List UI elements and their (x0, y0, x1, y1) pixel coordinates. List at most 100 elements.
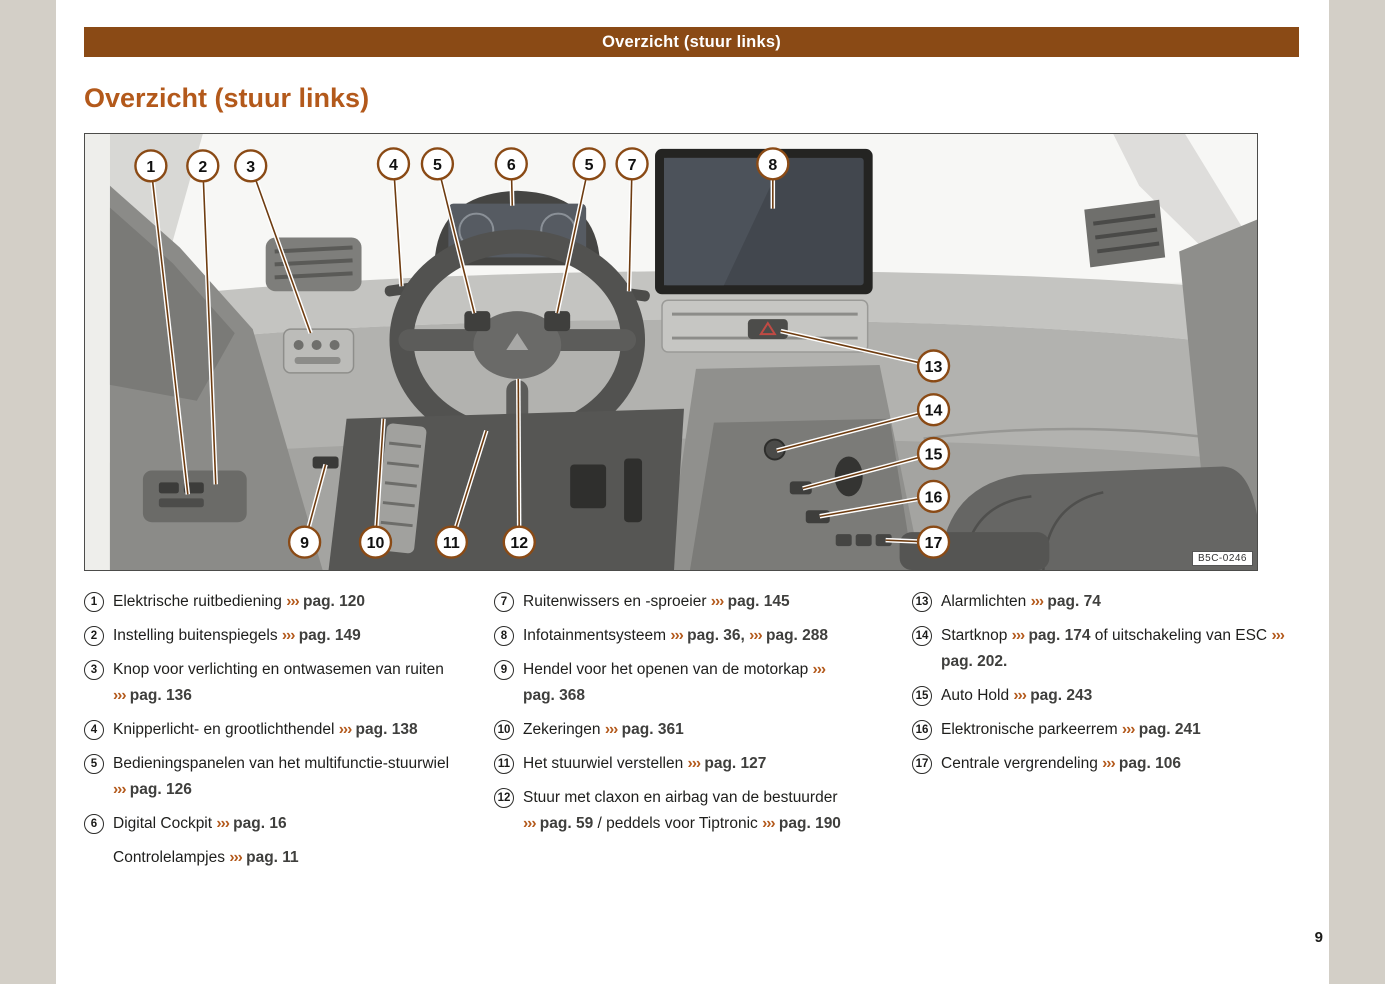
footrest (374, 423, 427, 554)
auto-hold-button (789, 481, 812, 495)
cross-ref-arrow: ››› (604, 721, 618, 738)
legend-text: Ruitenwissers en -sproeier ››› pag. 145 (523, 593, 790, 610)
callout-circle (572, 147, 606, 181)
cross-ref-arrow: ››› (710, 593, 724, 610)
legend-item-4: 4 Knipperlicht- en grootlichthendel ››› p… (84, 717, 454, 743)
cross-ref-arrow: ››› (216, 815, 229, 832)
page-title: Overzicht (stuur links) (84, 83, 370, 113)
hazard-button (747, 319, 788, 340)
legend-text: Bedieningspanelen van het multifunctie-s… (113, 755, 450, 798)
legend-column-2: 7 Ruitenwissers en -sproeier ››› pag. 145… (494, 589, 854, 879)
center-console (666, 364, 922, 570)
brand-logo (506, 333, 529, 351)
leader-line-5 (436, 163, 476, 314)
header-bar: Overzicht (stuur links) (84, 27, 1299, 57)
callout-number: 10 (367, 535, 385, 552)
legend-number-badge: 9 (494, 660, 514, 680)
legend-text: Knipperlicht- en grootlichthendel ››› pa… (113, 721, 418, 738)
door-armrest (142, 470, 247, 523)
callout-number: 13 (925, 359, 943, 376)
legend-text: Infotainmentsysteem ››› pag. 36, ››› pag… (523, 627, 829, 644)
callout-number: 7 (628, 157, 637, 174)
page-ref: pag. 59 (535, 815, 594, 832)
cross-ref-arrow: ››› (113, 781, 126, 798)
callout-circle (756, 147, 790, 181)
legend-number-badge: 5 (84, 754, 104, 774)
leader-line-15 (802, 452, 934, 490)
page-ref: pag. 11 (241, 849, 299, 866)
callout-circle (916, 436, 951, 471)
cross-ref-arrow: ››› (762, 815, 775, 832)
callout-number: 3 (246, 159, 255, 176)
legend-number-badge: 2 (84, 626, 104, 646)
legend-number-badge: 4 (84, 720, 104, 740)
callout-number: 8 (768, 157, 777, 174)
callout-13: 13 (916, 349, 951, 383)
page-ref: pag. 138 (351, 721, 418, 738)
callout-11: 11 (434, 525, 469, 559)
page-ref: pag. 241 (1134, 721, 1201, 738)
callout-number: 11 (443, 535, 460, 552)
callout-circle (916, 479, 951, 513)
cross-ref-arrow: ››› (1013, 687, 1026, 704)
cross-ref-arrow: ››› (338, 721, 352, 738)
window-switch (158, 482, 179, 494)
callout-5: 5 (572, 147, 606, 181)
cross-ref-arrow: ››› (1011, 627, 1025, 644)
callout-number: 9 (300, 535, 309, 552)
callout-circle (420, 147, 455, 181)
callout-circle (134, 149, 168, 183)
bonnet-release-lever (312, 456, 339, 469)
cross-ref-arrow: ››› (113, 687, 126, 704)
cross-ref-arrow: ››› (229, 849, 242, 866)
callout-circle (916, 393, 951, 427)
page-number: 9 (1314, 929, 1323, 946)
page-ref: pag. 149 (294, 627, 361, 644)
callout-circle (916, 349, 951, 383)
mirror-switch (158, 498, 204, 508)
legend-number-badge: 3 (84, 660, 104, 680)
legend-text: Controlelampjes ››› pag. 11 (113, 849, 299, 866)
callout-circle (916, 525, 951, 559)
console-buttons (835, 534, 892, 547)
callout-6: 6 (494, 147, 528, 181)
legend-item-5: 5 Bedieningspanelen van het multifunctie-… (84, 751, 454, 803)
legend-text: Auto Hold ››› pag. 243 (941, 687, 1093, 704)
legend-number-badge: 6 (84, 814, 104, 834)
legend-number-badge: 15 (912, 686, 932, 706)
legend-text: Startknop ››› pag. 174 of uitschakeling … (941, 627, 1285, 670)
legend-number-badge: 1 (84, 592, 104, 612)
callout-9: 9 (287, 525, 322, 559)
cross-ref-arrow: ››› (749, 627, 762, 644)
cross-ref-arrow: ››› (1271, 627, 1284, 644)
callout-number: 12 (510, 535, 528, 552)
cross-ref-arrow: ››› (670, 627, 683, 644)
callout-number: 16 (925, 489, 943, 506)
cross-ref-arrow: ››› (281, 627, 295, 644)
page-ref: pag. 127 (700, 755, 767, 772)
footwell (312, 408, 684, 570)
leader-line-3 (249, 165, 312, 334)
page-ref: pag. 361 (617, 721, 684, 738)
callout-circle (186, 149, 220, 183)
legend-number-badge: 14 (912, 626, 932, 646)
legend-number-badge: 7 (494, 592, 514, 612)
callout-circle (358, 525, 393, 559)
cross-ref-arrow: ››› (286, 593, 299, 610)
legend-text: Alarmlichten ››› pag. 74 (941, 593, 1101, 610)
legend-text: Digital Cockpit ››› pag. 16 (113, 815, 287, 832)
callout-circle (234, 149, 268, 183)
callout-3: 3 (234, 149, 268, 183)
legend-text: Zekeringen ››› pag. 361 (523, 721, 684, 738)
